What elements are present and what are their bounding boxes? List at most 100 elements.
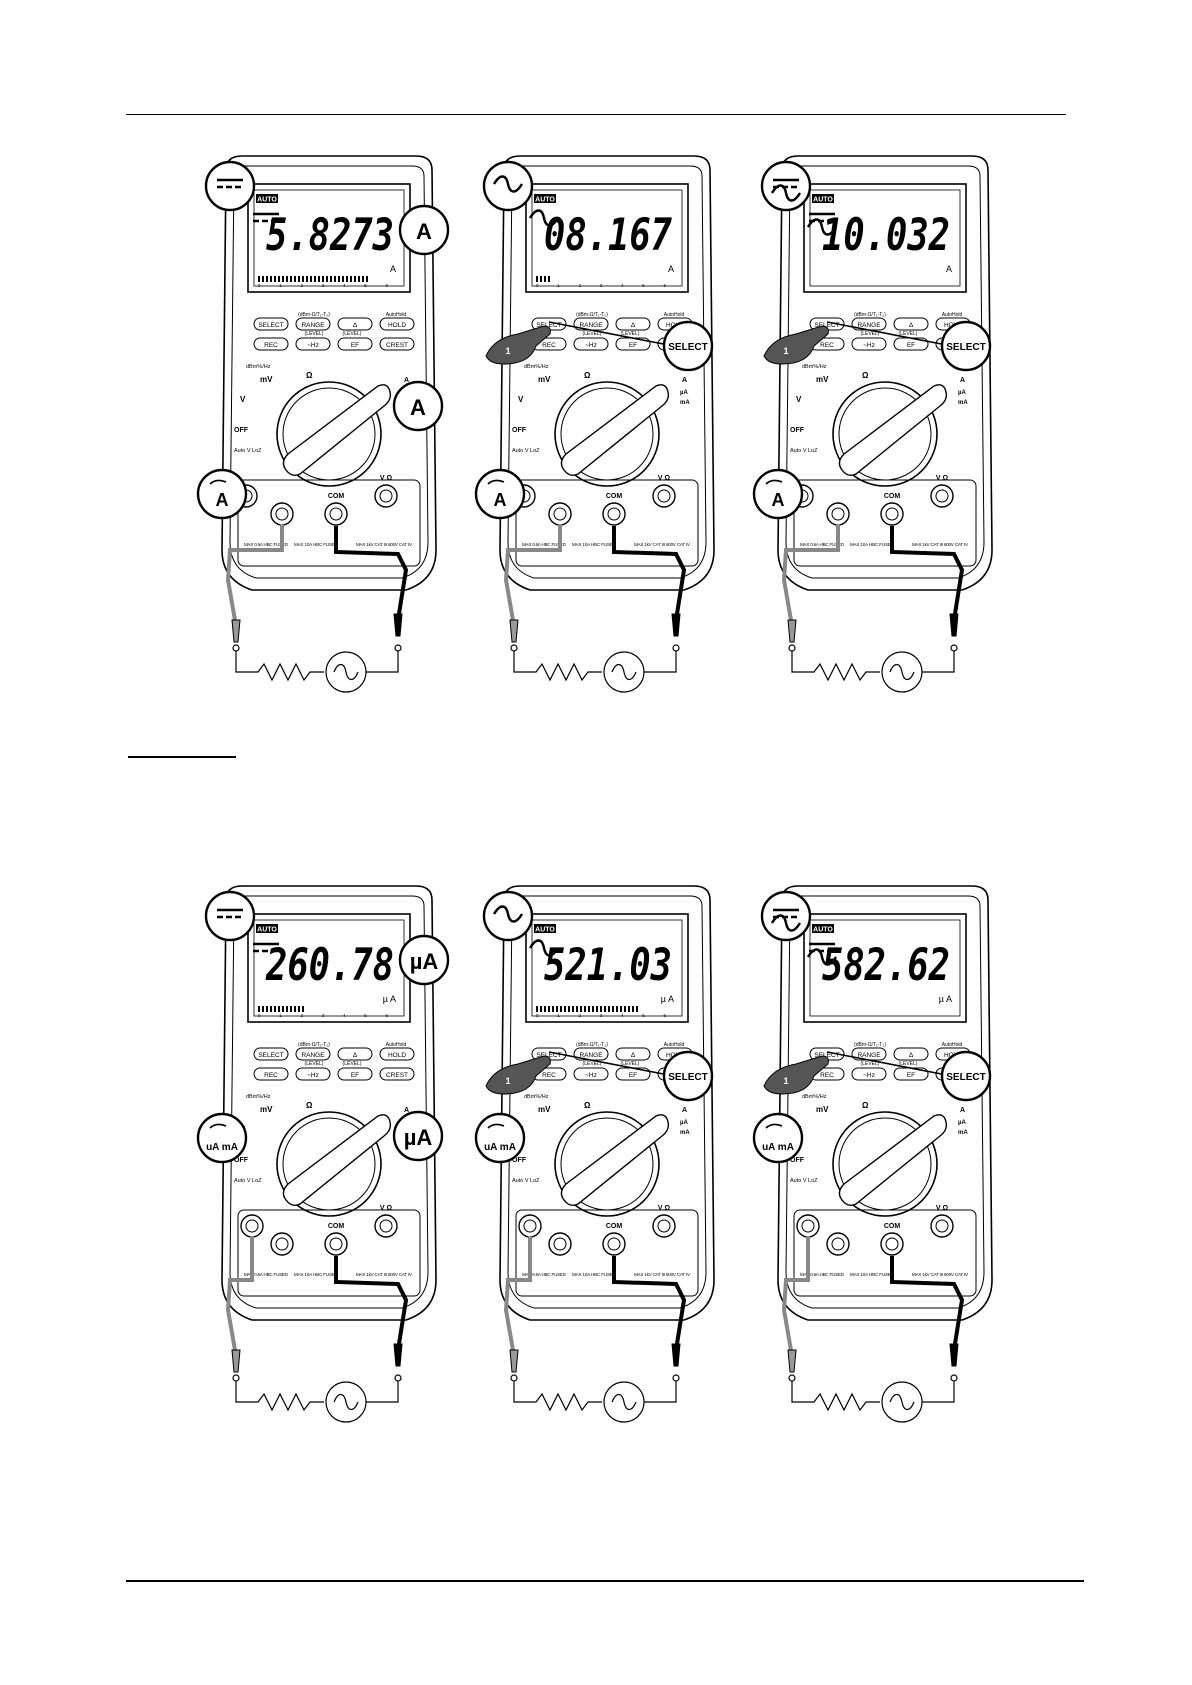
button-label: Δ (353, 322, 358, 329)
red-test-lead (781, 1236, 810, 1357)
ac-sine-wave (492, 175, 524, 193)
header-rule (126, 114, 1066, 115)
red-test-lead (225, 524, 284, 627)
select-callout-text: SELECT (946, 342, 985, 353)
button-label: REC (820, 342, 834, 349)
circuit-wire-right (644, 1381, 677, 1403)
dial-label-ohm: Ω (862, 371, 869, 380)
lcd-unit: µ A (939, 994, 952, 1004)
select-callout-circle (662, 1050, 714, 1102)
circuit-node-left (232, 1374, 240, 1382)
black-probe-tip (671, 1343, 681, 1367)
red-probe-tip (787, 1349, 797, 1373)
jack-callout-circle (196, 468, 248, 520)
dial-label-ua: µA (958, 1120, 966, 1126)
circuit-node-left (788, 1374, 796, 1382)
dial-label-ohm: Ω (862, 1101, 869, 1110)
unit-callout-text: µA (410, 949, 439, 974)
lcd-reading: 10.032 (822, 210, 950, 261)
red-probe-tip (787, 619, 797, 643)
resistor-symbol (791, 651, 880, 682)
bargraph-segment (556, 1006, 558, 1012)
lcd-unit: A (946, 264, 952, 274)
jack-callout-arc (765, 1123, 783, 1129)
bargraph-segment (262, 276, 264, 282)
footer-rule (126, 1580, 1084, 1582)
com-jack-label: COM (606, 1223, 623, 1230)
jack-callout-arc (209, 479, 227, 485)
circuit-node-left (510, 644, 518, 652)
input-jacks (240, 1214, 398, 1256)
button-outline (295, 1047, 331, 1061)
ac-source-wave (889, 1393, 915, 1411)
black-probe-tip (393, 613, 403, 637)
button-top-label-range: (dBm-Ω/T₁-T₂) (854, 1042, 886, 1048)
dial-label-a: A (960, 1107, 965, 1114)
bargraph-segment (632, 1006, 634, 1012)
bargraph-segment (366, 276, 368, 282)
button-label: RANGE (579, 322, 603, 329)
circuit-node-right (672, 644, 680, 652)
button-outline (851, 337, 887, 351)
dial-label-v: V (240, 395, 246, 404)
button-label: Δ (909, 322, 914, 329)
bargraph-segment (354, 276, 356, 282)
bargraph-segment (358, 276, 360, 282)
ac-source-wave (333, 663, 359, 681)
button-mid-label-1: (LEVEL) (861, 1061, 880, 1067)
function-callout: µA (392, 1110, 444, 1162)
lcd-inner-frame (531, 189, 683, 287)
rotary-selector-dial (554, 381, 670, 487)
button-label: REC (542, 1072, 556, 1079)
button-outline (337, 1047, 373, 1061)
dial-label-lozv: Auto V LoZ (790, 448, 818, 454)
button-mid-label-2: (LEVEL) (343, 331, 362, 337)
auto-range-indicator (534, 924, 556, 933)
dial-label-ohm: Ω (584, 371, 591, 380)
select-callout-circle (940, 1050, 992, 1102)
button-top-label-range: (dBm-Ω/T₁-T₂) (576, 1042, 608, 1048)
button-label: ~Hz (307, 1072, 319, 1079)
front-button: ~Hz (295, 337, 331, 351)
mode-callout (760, 890, 812, 942)
bargraph-segment (266, 1006, 268, 1012)
select-callout: SELECT (548, 320, 714, 372)
button-outline (379, 1047, 415, 1061)
dial-label-mv: mV (260, 1105, 273, 1114)
ac-sine-wave (528, 209, 560, 227)
bargraph-scale: 0 1 2 3 4 5 6 (258, 283, 388, 288)
bargraph-segment (258, 1006, 260, 1012)
bargraph-segment (560, 1006, 562, 1012)
button-label: ~Hz (585, 1072, 597, 1079)
bargraph-segment (270, 1006, 272, 1012)
dial-label-dbm: dBm%/Hz (524, 1094, 549, 1100)
button-top-label-hold: AutoHold (942, 312, 963, 318)
button-label: REC (264, 1072, 278, 1079)
auto-label: AUTO (257, 197, 277, 204)
bargraph-segment (282, 276, 284, 282)
bargraph-segment (636, 1006, 638, 1012)
button-mid-label-1: (LEVEL) (305, 331, 324, 337)
dial-label-ohm: Ω (306, 371, 313, 380)
lcd-inner-frame (809, 919, 961, 1017)
rotary-selector-dial (832, 1111, 948, 1217)
button-top-label-hold: AutoHold (942, 1042, 963, 1048)
dial-label-ua: µA (680, 390, 688, 396)
ac-sine-wave (492, 905, 524, 923)
auto-range-indicator (812, 924, 834, 933)
auto-label: AUTO (535, 927, 555, 934)
function-callout-circle (392, 1110, 444, 1162)
lcd-unit: A (390, 264, 396, 274)
auto-range-indicator (256, 924, 278, 933)
bargraph-segment (580, 1006, 582, 1012)
dial-label-lozv: Auto V LoZ (512, 1178, 540, 1184)
bargraph-segment (282, 1006, 284, 1012)
jack-callout-circle (474, 1112, 526, 1164)
button-label: SELECT (814, 322, 839, 329)
front-button: Δ (337, 317, 373, 331)
button-outline (573, 1067, 609, 1081)
